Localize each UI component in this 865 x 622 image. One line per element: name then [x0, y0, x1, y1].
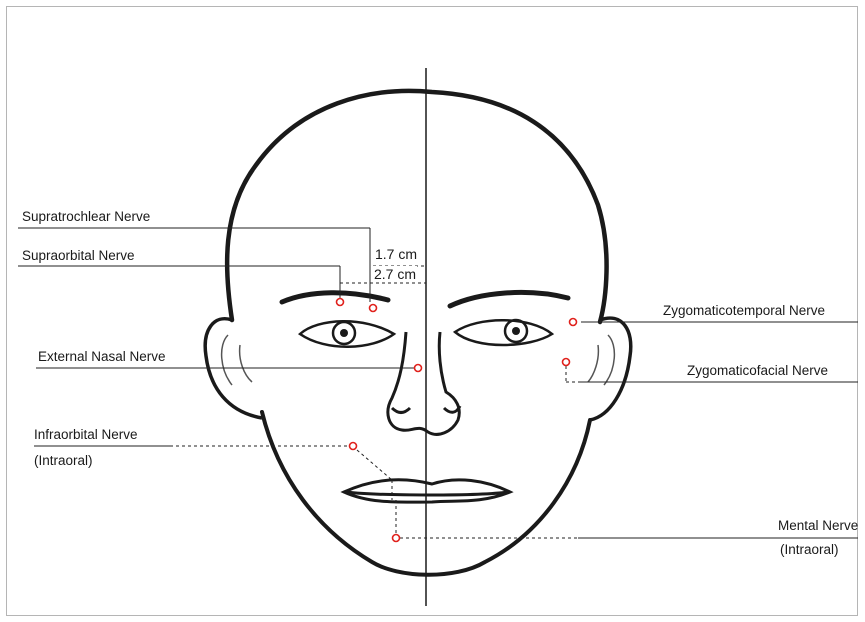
right-eyebrow [450, 292, 568, 306]
infraorbital-intraoral-note: (Intraoral) [34, 453, 93, 469]
zygomaticotemporal-label: Zygomaticotemporal Nerve [663, 303, 825, 319]
supratrochlear-marker [370, 305, 377, 312]
supraorbital-marker [337, 299, 344, 306]
right-eye [455, 320, 552, 345]
zygomaticotemporal-marker [570, 319, 577, 326]
mouth [344, 480, 510, 502]
left-eye [300, 321, 394, 347]
supraorbital-distance: 2.7 cm [373, 266, 417, 282]
right-ear [590, 318, 631, 420]
head-outline [227, 91, 606, 322]
mental-label: Mental Nerve [778, 518, 858, 534]
left-eyebrow [282, 293, 388, 302]
infraorbital-label: Infraorbital Nerve [34, 427, 138, 443]
zygomaticofacial-marker [563, 359, 570, 366]
external-nasal-label: External Nasal Nerve [38, 349, 166, 365]
external-nasal-marker [415, 365, 422, 372]
zygomaticofacial-label: Zygomaticofacial Nerve [687, 363, 828, 379]
infraorbital-marker [350, 443, 357, 450]
mental-intraoral-note: (Intraoral) [780, 542, 839, 558]
mental-marker [393, 535, 400, 542]
nose [388, 332, 460, 434]
supratrochlear-distance: 1.7 cm [374, 246, 418, 262]
supraorbital-label: Supraorbital Nerve [22, 248, 135, 264]
supratrochlear-label: Supratrochlear Nerve [22, 209, 150, 225]
